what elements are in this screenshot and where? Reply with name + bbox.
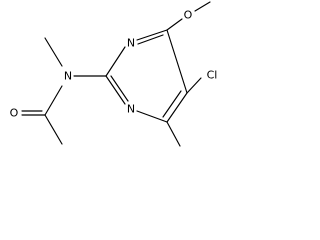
bond-c5-c4 bbox=[166, 29, 188, 94]
bond-c2-n1 bbox=[105, 75, 126, 105]
bond-namide-carbonyl bbox=[44, 85, 63, 116]
bond-namide-methyl bbox=[44, 37, 63, 67]
atom-label-nitrogen-ring-top: N bbox=[127, 37, 135, 50]
bond-c4-n3-double bbox=[137, 34, 164, 45]
atom-label-nitrogen-ring-bottom: N bbox=[127, 103, 135, 116]
atom-labels: O N N N Cl O bbox=[10, 9, 218, 120]
bond-c6-methyl bbox=[166, 121, 181, 147]
atom-label-oxygen-carbonyl: O bbox=[10, 107, 19, 120]
bond-c6-c5-double bbox=[162, 90, 182, 118]
bond-methoxy-o-c4 bbox=[166, 18, 183, 31]
bond-group bbox=[21, 1, 211, 147]
atom-label-chlorine: Cl bbox=[207, 69, 218, 82]
chemical-structure-diagram: O N N N Cl O bbox=[10, 1, 218, 147]
bond-c5-cl bbox=[186, 77, 202, 94]
bond-c4-n3 bbox=[136, 29, 168, 41]
bond-methoxy-methyl bbox=[194, 1, 211, 12]
bond-carbonyl-methyl bbox=[44, 114, 63, 145]
atom-label-nitrogen-amide: N bbox=[64, 70, 72, 83]
bond-n1-c6 bbox=[136, 110, 168, 123]
bond-n3-c2 bbox=[105, 46, 126, 77]
bond-c6-c5 bbox=[166, 92, 188, 123]
bond-c2-n1-double bbox=[110, 75, 129, 102]
atom-label-oxygen-methoxy: O bbox=[184, 9, 193, 22]
